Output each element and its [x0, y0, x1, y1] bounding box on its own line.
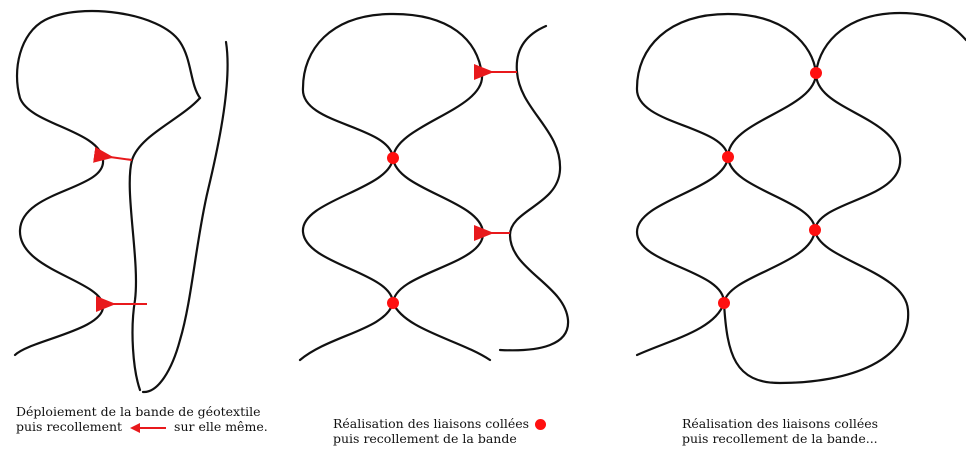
- cell-middle-curve: [301, 156, 485, 305]
- panel-3-bonding: [635, 11, 966, 385]
- bond-dot-1: [387, 152, 399, 164]
- cell-top-right-curve: [813, 11, 966, 232]
- recollement-arrow-1: [93, 146, 133, 163]
- cell-bottom-tails: [298, 301, 492, 362]
- left-arrow-icon: [130, 422, 167, 433]
- bond-dot-2: [387, 297, 399, 309]
- caption-panel-1-line-1: Déploiement de la bande de géotextile: [16, 404, 261, 419]
- bond-dot-4: [722, 151, 734, 163]
- caption-panel-2-line-1: Réalisation des liaisons collées: [333, 416, 547, 431]
- caption-panel-2-line-1-text: Réalisation des liaisons collées: [333, 416, 530, 431]
- caption-panel-1-line-2b: sur elle même.: [174, 419, 268, 434]
- caption-panel-2-line-2: puis recollement de la bande: [333, 431, 517, 446]
- caption-panel-2: Réalisation des liaisons collées puis re…: [333, 416, 547, 446]
- bond-dot-5: [809, 224, 821, 236]
- panel-2-bonding: [298, 12, 570, 362]
- caption-panel-3: Réalisation des liaisons collées puis re…: [682, 416, 878, 446]
- cell-middle-curves: [635, 71, 910, 385]
- strip-curve-rising: [128, 96, 202, 392]
- caption-panel-1-line-2a: puis recollement: [16, 419, 123, 434]
- strip-curve-free-end: [141, 40, 229, 394]
- cell-top-left-curve: [301, 12, 484, 160]
- geotextile-diagram: [13, 10, 966, 394]
- caption-panel-3-line-1: Réalisation des liaisons collées: [682, 416, 879, 431]
- red-dot-icon: [535, 419, 547, 430]
- cell-top-left-curve: [635, 12, 818, 159]
- caption-panel-3-line-2: puis recollement de la bande...: [682, 431, 878, 446]
- bond-dot-6: [718, 297, 730, 309]
- cell-bottom-tail: [635, 301, 726, 357]
- strip-free-right: [498, 24, 570, 352]
- panel-1-deployment: [13, 10, 229, 394]
- caption-panel-1: Déploiement de la bande de géotextile pu…: [16, 404, 268, 434]
- strip-curve-left: [13, 10, 202, 357]
- caption-panel-1-line-2: puis recollement sur elle même.: [16, 419, 268, 434]
- bond-dot-3: [810, 67, 822, 79]
